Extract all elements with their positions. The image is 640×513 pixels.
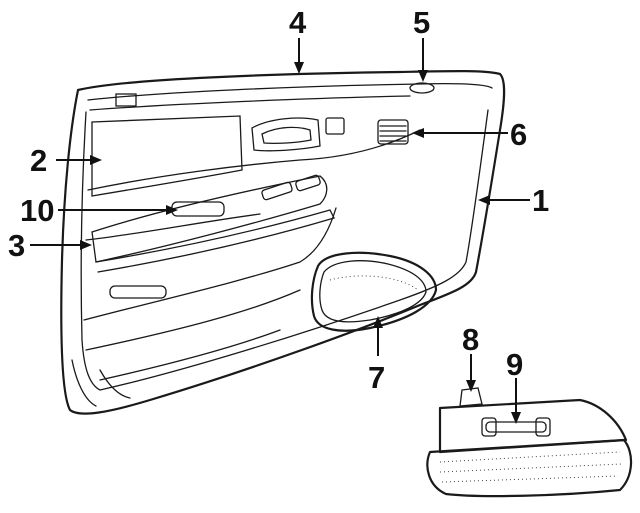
callout-4: 4 [289, 5, 307, 40]
bottom-pocket [71, 359, 97, 407]
armrest-outline [91, 175, 328, 263]
callout-9: 9 [506, 347, 523, 382]
window-switch [261, 181, 293, 201]
arrow-4 [294, 62, 304, 74]
callout-3: 3 [8, 228, 25, 263]
arrow-1 [478, 195, 490, 205]
arrow-10 [166, 205, 178, 215]
callout-1: 1 [532, 183, 549, 218]
lower-contour-3 [99, 329, 281, 381]
arrow-3 [80, 240, 92, 250]
upper-insert-panel [91, 115, 243, 197]
arrow-6 [412, 128, 424, 138]
panel-outer-outline [60, 70, 506, 415]
lamp-housing [438, 398, 628, 454]
arrow-5 [418, 70, 428, 82]
lower-contour-2 [85, 289, 301, 351]
bulb-cap-left [481, 417, 497, 437]
armrest-lower [95, 209, 335, 273]
speaker-grille-inner [319, 260, 427, 323]
upper-clip [115, 93, 137, 107]
speaker-grille-texture [329, 275, 419, 291]
speaker-grille [310, 251, 438, 332]
callout-8: 8 [462, 322, 479, 357]
bottom-pocket-2 [99, 369, 131, 399]
arrow-9 [511, 412, 521, 424]
callout-10: 10 [20, 193, 54, 228]
courtesy-lamp-assembly [426, 387, 633, 498]
door-handle-inner [261, 126, 312, 145]
bulb-cap-right [535, 417, 551, 437]
callout-6: 6 [510, 117, 527, 152]
panel-top-rail [87, 82, 493, 101]
armrest-base [85, 213, 261, 241]
panel-inner-outline [80, 109, 489, 391]
callout-labels: 1 2 3 4 5 6 7 8 9 10 [8, 5, 549, 395]
lower-contour-1 [83, 207, 337, 321]
lens-texture [439, 451, 623, 483]
panel-top-rail-lower [89, 95, 411, 111]
arrow-7 [373, 316, 383, 328]
arrow-2 [90, 155, 102, 165]
callout-2: 2 [30, 143, 47, 178]
bulb-holder [459, 387, 483, 407]
arrow-8 [466, 380, 476, 392]
pull-handle [171, 201, 225, 217]
door-handle-recess [251, 117, 321, 152]
door-trim-panel [60, 70, 506, 415]
top-fastener [409, 82, 435, 94]
lower-handle-slot [109, 285, 167, 299]
lamp-lens [426, 438, 633, 498]
window-switch-2 [295, 174, 321, 192]
callout-5: 5 [413, 5, 430, 40]
lock-button [325, 117, 345, 135]
upper-trim-contour [87, 129, 421, 191]
callout-7: 7 [368, 360, 385, 395]
vent-grille [377, 119, 409, 145]
leaders [30, 38, 530, 424]
